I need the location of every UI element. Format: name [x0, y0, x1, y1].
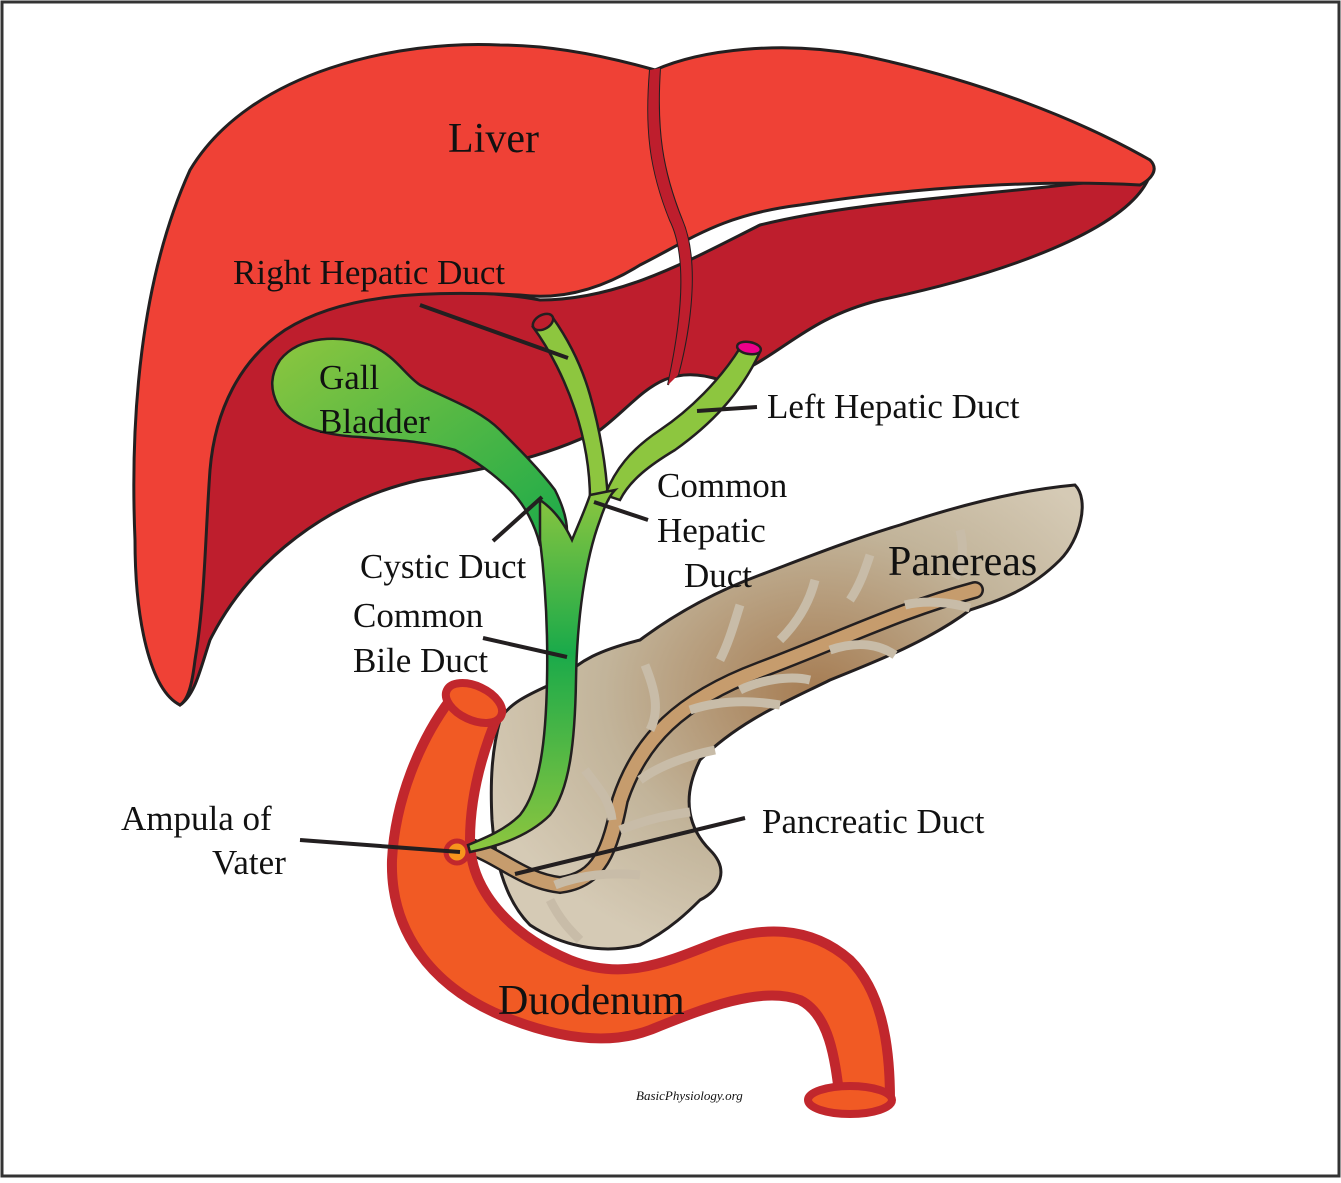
- falciform-ligament-fill: [648, 68, 692, 385]
- label-cystic-duct: Cystic Duct: [360, 547, 527, 586]
- liver-front-lobe: [132, 43, 1156, 707]
- leader-pancreatic-duct: [514, 816, 746, 876]
- label-left-hepatic-duct: Left Hepatic Duct: [767, 387, 1020, 426]
- biliary-tree: [271, 312, 763, 854]
- pancreas: [456, 483, 1084, 951]
- label-liver: Liver: [448, 116, 539, 162]
- leader-left-hepatic-duct: [696, 405, 758, 413]
- label-gall-bladder-line2: Bladder: [319, 402, 430, 441]
- leader-common-hepatic-duct: [593, 500, 649, 522]
- labels: Liver Right Hepatic Duct Gall Bladder Le…: [121, 116, 1037, 1103]
- label-duodenum: Duodenum: [498, 978, 685, 1024]
- credit-text: BasicPhysiology.org: [636, 1088, 743, 1103]
- label-common-hepatic-line1: Common: [657, 466, 787, 505]
- leader-cystic-duct: [491, 495, 544, 543]
- duodenum-top-opening: [441, 679, 507, 727]
- duodenum-bottom-opening: [804, 1082, 896, 1118]
- label-pancreas: Panereas: [888, 539, 1037, 585]
- label-common-hepatic-line3: Duct: [684, 556, 752, 595]
- label-ampulla-line2: Vater: [212, 843, 286, 882]
- leader-ampulla-of-vater: [299, 838, 461, 854]
- label-common-hepatic-line2: Hepatic: [657, 511, 766, 550]
- left-hepatic-duct: [603, 346, 762, 502]
- label-ampulla-line1: Ampula of: [121, 799, 272, 838]
- pancreatic-ductules: [545, 528, 972, 944]
- label-right-hepatic-duct: Right Hepatic Duct: [233, 253, 505, 292]
- label-gall-bladder-line1: Gall: [319, 358, 380, 397]
- leader-common-bile-duct: [482, 636, 568, 659]
- leader-lines: [299, 303, 758, 876]
- right-hepatic-duct-opening: [531, 312, 555, 332]
- duodenum: [386, 679, 896, 1118]
- pancreatic-duct: [458, 583, 982, 892]
- common-bile-duct: [466, 487, 619, 854]
- left-hepatic-duct-opening: [735, 340, 763, 356]
- liver: [132, 43, 1156, 707]
- label-common-bile-line2: Bile Duct: [353, 641, 488, 680]
- leader-right-hepatic-duct: [419, 303, 569, 360]
- label-common-bile-line1: Common: [353, 596, 483, 635]
- label-pancreatic-duct: Pancreatic Duct: [762, 802, 985, 841]
